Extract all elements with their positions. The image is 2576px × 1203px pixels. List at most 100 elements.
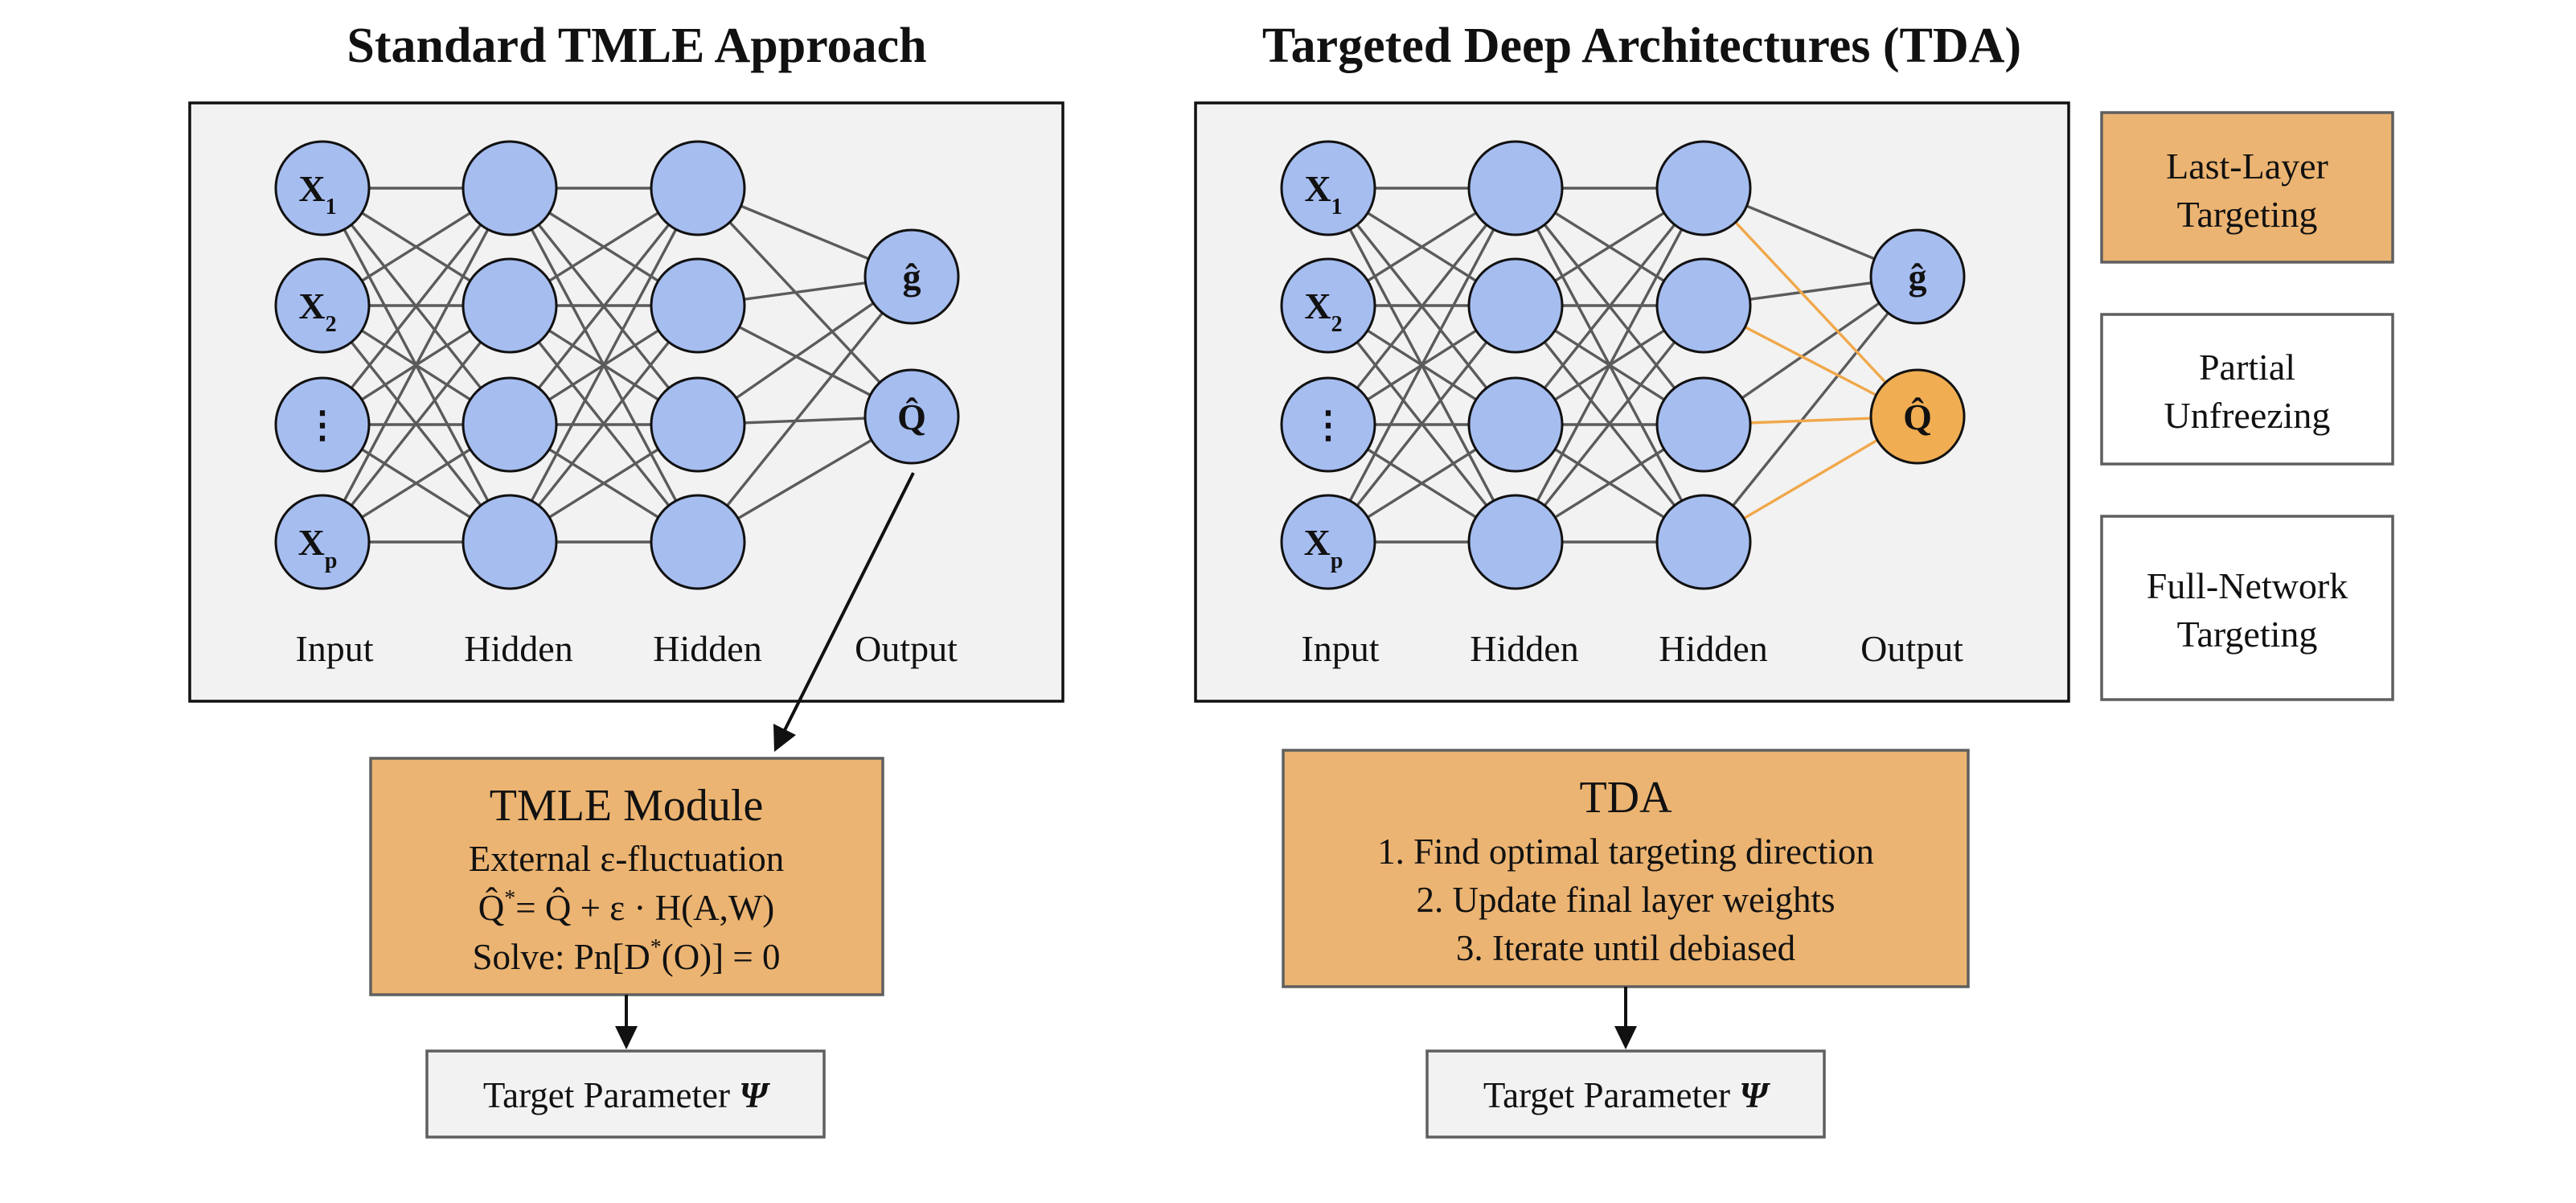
option-label: Unfreezing bbox=[2164, 395, 2331, 436]
left-layer-label-input: Input bbox=[295, 628, 373, 669]
input-node-label: X2 bbox=[1304, 285, 1342, 337]
input-node: Xp bbox=[1280, 494, 1376, 590]
network-edge bbox=[1327, 187, 1517, 543]
network-edge bbox=[508, 187, 699, 426]
left-layer-label-output: Output bbox=[855, 628, 958, 669]
left-layer-labels: Input Hidden Hidden Output bbox=[295, 628, 958, 669]
hidden-node bbox=[461, 376, 558, 473]
hidden-node bbox=[461, 494, 558, 590]
input-node-label: X1 bbox=[1304, 168, 1342, 220]
option-label: Targeting bbox=[2177, 614, 2318, 655]
network-edge bbox=[696, 187, 913, 418]
output-node-g: ĝ bbox=[863, 228, 960, 325]
option-label: Targeting bbox=[2177, 194, 2318, 235]
tmle-module-box: TMLE Module External ε-fluctuation Q̂*= … bbox=[369, 757, 884, 996]
network-edge bbox=[696, 275, 913, 544]
network-edge bbox=[321, 187, 511, 426]
tda-module-box: TDA 1. Find optimal targeting direction … bbox=[1282, 749, 1970, 988]
tmle-module-line-1: External ε-fluctuation bbox=[469, 839, 785, 879]
right-target-parameter-label: Target Parameter Ψ bbox=[1483, 1075, 1770, 1115]
input-node: X1 bbox=[1280, 140, 1376, 236]
output-node-g: ĝ bbox=[1869, 228, 1966, 325]
input-node: X2 bbox=[1280, 257, 1376, 354]
tda-module-step-3: 3. Iterate until debiased bbox=[1456, 928, 1795, 968]
hidden-node bbox=[1655, 257, 1752, 354]
hidden-node bbox=[1467, 494, 1564, 590]
input-node-label: X2 bbox=[298, 285, 336, 337]
right-layer-label-output: Output bbox=[1860, 628, 1963, 669]
network-edge bbox=[1514, 187, 1705, 543]
option-partial-unfreezing: Partial Unfreezing bbox=[2100, 313, 2394, 466]
left-target-parameter-label: Target Parameter Ψ bbox=[483, 1075, 770, 1115]
tda-module-title: TDA bbox=[1579, 773, 1672, 823]
hidden-node bbox=[1655, 376, 1752, 473]
left-title: Standard TMLE Approach bbox=[347, 18, 926, 73]
left-layer-label-hidden-2: Hidden bbox=[653, 628, 761, 669]
output-node-q: Q̂ bbox=[863, 368, 960, 465]
option-label: Last-Layer bbox=[2166, 146, 2328, 187]
psi-symbol: Ψ bbox=[739, 1075, 770, 1115]
hidden-node bbox=[461, 140, 558, 236]
right-title: Targeted Deep Architectures (TDA) bbox=[1262, 18, 2021, 73]
option-last-layer-targeting: Last-Layer Targeting bbox=[2100, 111, 2394, 264]
left-target-parameter-box: Target Parameter Ψ bbox=[425, 1049, 826, 1139]
left-arrow-to-target bbox=[615, 995, 638, 1049]
output-node-label: Q̂ bbox=[1903, 396, 1932, 437]
tda-module-step-2: 2. Update final layer weights bbox=[1416, 880, 1835, 920]
network-edge bbox=[1327, 187, 1517, 426]
output-node-label: ĝ bbox=[903, 257, 921, 298]
input-node-label: Xp bbox=[1304, 522, 1343, 573]
network-edge bbox=[508, 304, 699, 544]
input-node: ⋮ bbox=[274, 376, 371, 473]
left-layer-label-hidden-1: Hidden bbox=[464, 628, 572, 669]
network-edge bbox=[321, 187, 511, 543]
right-target-parameter-box: Target Parameter Ψ bbox=[1425, 1049, 1826, 1139]
right-arrow-to-target bbox=[1614, 987, 1637, 1049]
network-edge bbox=[321, 304, 511, 544]
hidden-node bbox=[650, 376, 746, 473]
hidden-node bbox=[1655, 140, 1752, 236]
right-layer-labels: Input Hidden Hidden Output bbox=[1301, 628, 1963, 669]
input-node: X1 bbox=[274, 140, 371, 236]
output-node-label: Q̂ bbox=[897, 396, 926, 437]
psi-symbol: Ψ bbox=[1739, 1075, 1770, 1115]
right-layer-label-hidden-2: Hidden bbox=[1659, 628, 1767, 669]
input-node-label: Xp bbox=[298, 522, 338, 573]
network-edge bbox=[508, 187, 699, 543]
hidden-node bbox=[461, 257, 558, 354]
network-edge bbox=[1514, 304, 1705, 544]
tmle-module-line-3: Solve: Pn[D*(O)] = 0 bbox=[472, 935, 780, 977]
hidden-node bbox=[1655, 494, 1752, 590]
network-edge bbox=[1514, 187, 1705, 426]
output-node-label: ĝ bbox=[1909, 257, 1927, 298]
option-full-network-targeting: Full-Network Targeting bbox=[2100, 515, 2394, 701]
network-edge bbox=[1327, 304, 1517, 544]
hidden-node bbox=[1467, 140, 1564, 236]
tmle-module-line-2: Q̂*= Q̂ + ε · H(A,W) bbox=[478, 886, 775, 928]
tmle-module-title: TMLE Module bbox=[490, 781, 764, 831]
output-node-q: Q̂ bbox=[1869, 368, 1966, 465]
hidden-node bbox=[650, 257, 746, 354]
option-label: Full-Network bbox=[2147, 565, 2348, 606]
option-label: Partial bbox=[2199, 347, 2295, 388]
right-layer-label-input: Input bbox=[1301, 628, 1379, 669]
left-arrow-to-module bbox=[773, 472, 915, 752]
input-node: ⋮ bbox=[1280, 376, 1376, 473]
hidden-node bbox=[1467, 257, 1564, 354]
hidden-node bbox=[650, 140, 746, 236]
hidden-node bbox=[650, 494, 746, 590]
hidden-node bbox=[1467, 376, 1564, 473]
targeted-edge bbox=[1702, 187, 1919, 418]
network-edge bbox=[1702, 275, 1919, 544]
right-layer-label-hidden-1: Hidden bbox=[1470, 628, 1578, 669]
tda-module-step-1: 1. Find optimal targeting direction bbox=[1377, 831, 1874, 872]
input-node: Xp bbox=[274, 494, 371, 590]
input-node-label: X1 bbox=[298, 168, 336, 220]
input-node: X2 bbox=[274, 257, 371, 354]
input-node-label: ⋮ bbox=[304, 404, 341, 445]
